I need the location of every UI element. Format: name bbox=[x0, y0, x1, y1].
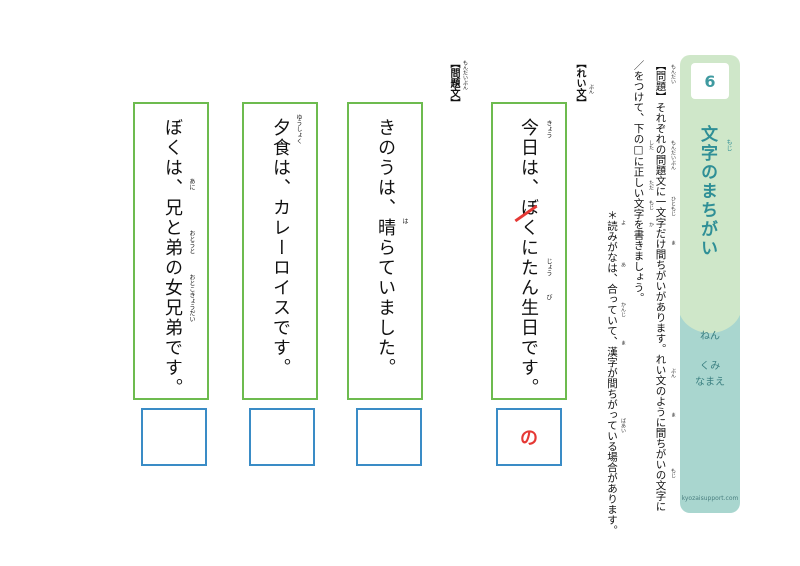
problem-sentence-2: 夕食は、カレーロイスです。 bbox=[270, 118, 291, 378]
ruby: ばあい bbox=[620, 418, 626, 433]
problem-sentence-1: きのうは、晴らていました。 bbox=[375, 118, 396, 378]
rei-label: 【れい文】 bbox=[574, 58, 585, 108]
worksheet-title: 文字のまちがい bbox=[697, 125, 717, 258]
example-answer-box: の bbox=[496, 408, 562, 466]
side-bottom bbox=[680, 305, 740, 513]
ruby: ゆうしょく bbox=[295, 114, 302, 144]
ruby: きょう bbox=[545, 120, 552, 138]
ruby: ただ bbox=[648, 180, 654, 190]
ruby: び bbox=[545, 294, 552, 300]
answer-box-3[interactable] bbox=[141, 408, 207, 466]
ruby: ぶん bbox=[670, 368, 676, 378]
ruby: もんだいぶん bbox=[670, 140, 676, 170]
side-panel: 6 文字のまちがい もじ ねん くみ なまえ kyozaisupport.com bbox=[680, 55, 740, 513]
namae-label: なまえ bbox=[695, 377, 725, 388]
example-card bbox=[491, 102, 567, 400]
ruby: もじ bbox=[648, 200, 654, 210]
side-curve bbox=[680, 277, 740, 333]
answer-box-1[interactable] bbox=[356, 408, 422, 466]
instruction-line-2: ／をつけて、下の□に正しい文字を書きましょう。 bbox=[632, 60, 645, 303]
answer-box-2[interactable] bbox=[249, 408, 315, 466]
ruby: あに bbox=[188, 178, 195, 190]
site-url: kyozaisupport.com bbox=[681, 495, 739, 502]
ruby: か bbox=[648, 222, 654, 227]
nen-label: ねん bbox=[700, 331, 720, 342]
ruby: おとうと bbox=[188, 230, 195, 254]
ruby: よ bbox=[620, 220, 626, 225]
ruby: もじ bbox=[670, 468, 676, 478]
mondai-ruby: もんだいぶん bbox=[462, 60, 468, 90]
kumi-label: くみ bbox=[699, 361, 721, 372]
ruby: ま bbox=[670, 240, 676, 245]
ruby: じょう bbox=[545, 258, 552, 276]
ruby: おとこきょうだい bbox=[188, 274, 195, 322]
ruby: あ bbox=[620, 262, 626, 267]
ruby: した bbox=[648, 140, 654, 150]
ruby: もんだい bbox=[670, 64, 676, 84]
ruby: ひともじ bbox=[670, 196, 676, 216]
instruction-note: ＊読みがなは、合っていて、漢字が間ちがっている場合があります。 bbox=[606, 210, 618, 536]
mondai-label: 【問題文】 bbox=[448, 58, 459, 108]
ruby: ま bbox=[670, 412, 676, 417]
ruby: は bbox=[401, 218, 408, 224]
ruby: ま bbox=[620, 340, 626, 345]
problem-card-3 bbox=[133, 102, 209, 400]
problem-card-2 bbox=[242, 102, 318, 400]
title-ruby: もじ bbox=[725, 139, 732, 151]
example-answer: の bbox=[520, 428, 538, 449]
problem-card-1 bbox=[347, 102, 423, 400]
instruction-line-1: 【問題】それぞれの問題文に一文字だけ間ちがいがあります。れい文のように間ちがいの… bbox=[654, 60, 667, 512]
problem-sentence-3: ぼくは、兄と弟の女兄弟です。 bbox=[162, 118, 183, 398]
worksheet-number: 6 bbox=[691, 63, 729, 99]
ruby: かんじ bbox=[620, 302, 626, 317]
example-sentence: 今日は、ぼくにたん生日です。 bbox=[518, 118, 539, 398]
rei-ruby: ぶん bbox=[588, 84, 594, 94]
